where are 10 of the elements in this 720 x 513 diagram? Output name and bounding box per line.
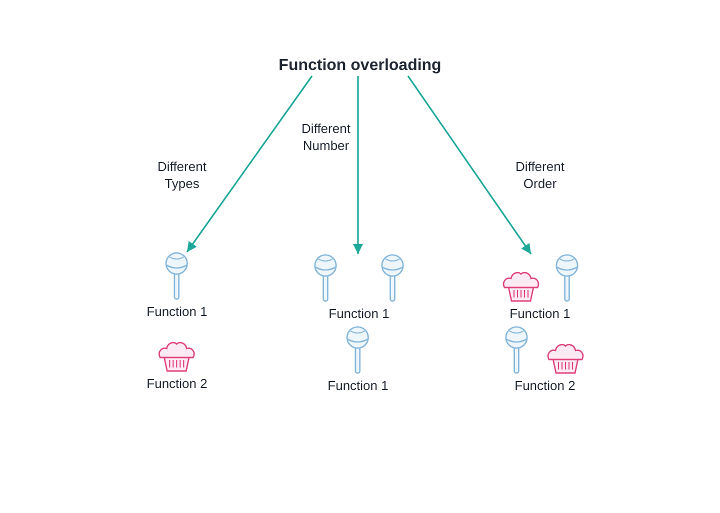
arrow — [353, 76, 363, 254]
arrow — [186, 76, 313, 252]
arrow — [407, 76, 532, 254]
function-label: Function 2 — [514, 378, 576, 394]
function-label: Function 1 — [328, 306, 390, 322]
function-label: Function 1 — [146, 304, 208, 320]
function-label: Function 2 — [146, 376, 208, 392]
heading-text: Function overloading — [278, 56, 442, 76]
function-label: Function 1 — [510, 306, 570, 322]
function-label: Function 1 — [328, 378, 388, 394]
